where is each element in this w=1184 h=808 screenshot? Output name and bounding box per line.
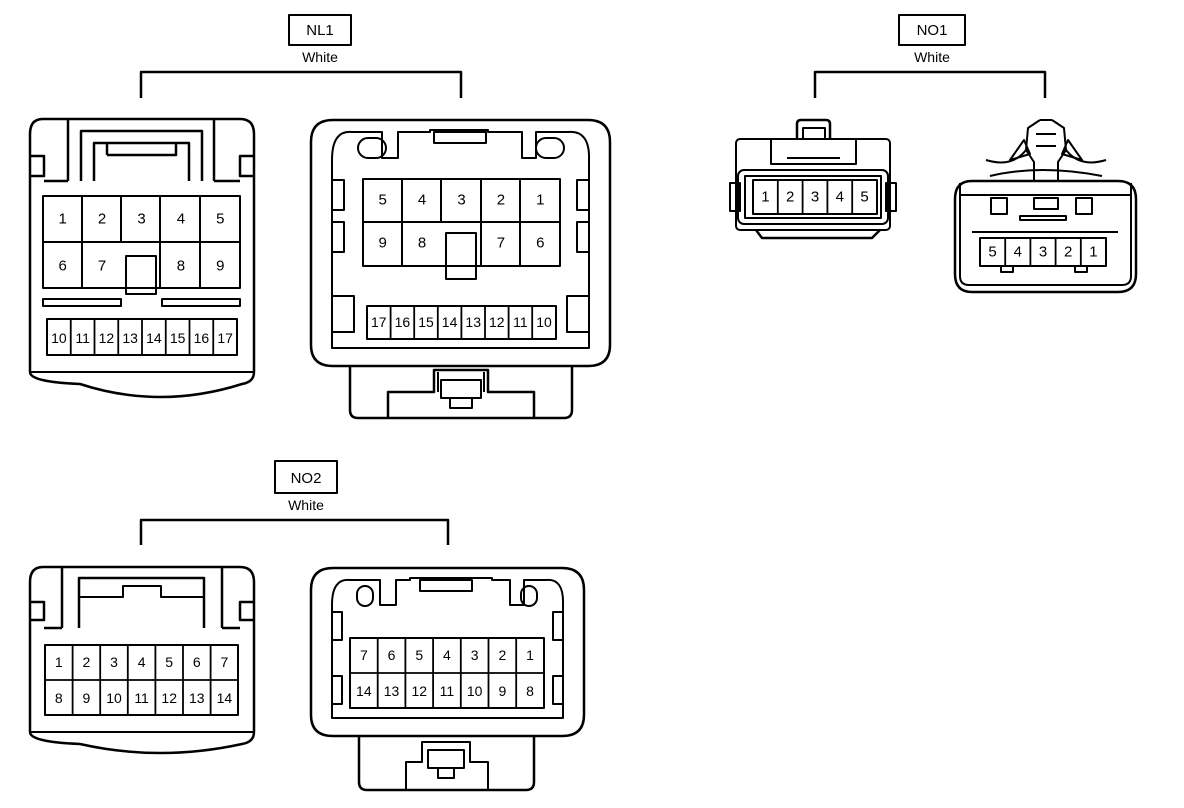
pin-label: 12: [411, 683, 427, 699]
pin-label: 7: [221, 654, 229, 670]
pin-label: 8: [55, 690, 63, 706]
pin-label: 16: [194, 330, 210, 346]
pin-label: 16: [395, 314, 411, 330]
pin-label: 11: [75, 330, 90, 346]
pin-label: 13: [122, 330, 138, 346]
nl1-terminal-view: [309, 118, 612, 420]
pin-label: 8: [526, 683, 534, 699]
pin-label: 14: [217, 690, 233, 706]
pin-label: 15: [418, 314, 434, 330]
pin-label: 2: [498, 647, 506, 663]
no1-harness-view: [729, 118, 897, 240]
pin-label: 10: [51, 330, 67, 346]
pin-label: 14: [442, 314, 458, 330]
pin-label: 17: [217, 330, 233, 346]
pin-label: 2: [83, 654, 91, 670]
pin-label: 1: [1089, 244, 1097, 261]
pin-label: 3: [1039, 244, 1047, 261]
connector-nl1: [28, 14, 612, 420]
pin-label: 9: [216, 258, 224, 275]
nl1-harness-view: [28, 117, 256, 399]
nl1-connector-name: NL1: [306, 22, 334, 39]
pin-label: 5: [860, 189, 868, 206]
pin-label: 10: [536, 314, 552, 330]
pin-label: 6: [388, 647, 396, 663]
pin-label: 5: [415, 647, 423, 663]
pin-label: 8: [418, 235, 426, 252]
pin-label: 4: [443, 647, 451, 663]
pin-label: 17: [371, 314, 387, 330]
pin-label: 9: [379, 235, 387, 252]
no1-connector-name: NO1: [917, 22, 948, 39]
pin-label: 3: [811, 189, 819, 206]
no2-harness-view: [28, 565, 256, 755]
pin-label: 13: [189, 690, 205, 706]
pin-label: 5: [988, 244, 996, 261]
pin-label: 11: [513, 314, 528, 330]
no2-bracket: [139, 518, 450, 545]
pin-label: 14: [146, 330, 162, 346]
pin-label: 7: [360, 647, 368, 663]
no1-bracket: [813, 70, 1047, 98]
pin-label: 5: [379, 192, 387, 209]
pin-label: 15: [170, 330, 186, 346]
no2-connector-name: NO2: [291, 470, 322, 487]
connector-no2: [28, 460, 586, 792]
pin-label: 3: [137, 211, 145, 228]
pin-label: 2: [786, 189, 794, 206]
pin-label: 2: [1064, 244, 1072, 261]
no1-connector-color: White: [914, 49, 950, 65]
pin-label: 9: [498, 683, 506, 699]
pin-label: 4: [1014, 244, 1022, 261]
pin-label: 2: [98, 211, 106, 228]
pin-label: 5: [216, 211, 224, 228]
pin-label: 8: [177, 258, 185, 275]
no2-name-box: [274, 460, 338, 494]
pin-label: 7: [497, 235, 505, 252]
pin-label: 14: [356, 683, 372, 699]
pin-label: 13: [384, 683, 400, 699]
pin-label: 11: [440, 683, 455, 699]
pin-label: 1: [761, 189, 769, 206]
pin-label: 9: [83, 690, 91, 706]
pin-label: 3: [457, 192, 465, 209]
pin-label: 3: [471, 647, 479, 663]
nl1-name-box: [288, 14, 352, 46]
pin-label: 12: [489, 314, 505, 330]
pin-label: 10: [467, 683, 483, 699]
nl1-connector-color: White: [302, 49, 338, 65]
pin-label: 7: [98, 258, 106, 275]
no1-terminal-view: [953, 119, 1138, 294]
no2-connector-color: White: [288, 497, 324, 513]
pin-label: 10: [106, 690, 122, 706]
pin-label: 6: [193, 654, 201, 670]
pin-label: 2: [497, 192, 505, 209]
pin-label: 1: [536, 192, 544, 209]
nl1-bracket: [139, 70, 463, 98]
pin-label: 4: [138, 654, 146, 670]
pin-label: 13: [465, 314, 481, 330]
no2-terminal-view: [309, 566, 586, 792]
connector-no1: [729, 14, 1138, 294]
pin-label: 6: [59, 258, 67, 275]
pin-label: 1: [526, 647, 534, 663]
no1-name-box: [898, 14, 966, 46]
pin-label: 4: [177, 211, 185, 228]
pin-label: 3: [110, 654, 118, 670]
pin-label: 4: [836, 189, 844, 206]
pin-label: 1: [59, 211, 67, 228]
pin-label: 12: [161, 690, 177, 706]
pin-label: 6: [536, 235, 544, 252]
pin-label: 11: [134, 690, 149, 706]
pin-label: 4: [418, 192, 426, 209]
pin-label: 5: [165, 654, 173, 670]
pin-label: 1: [55, 654, 63, 670]
pin-label: 12: [99, 330, 115, 346]
